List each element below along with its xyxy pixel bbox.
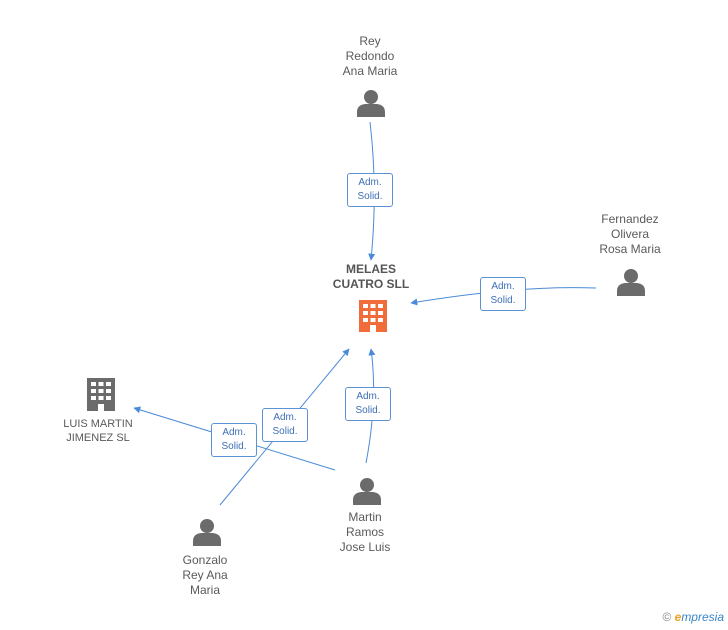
node-label-luis-martin[interactable]: LUIS MARTIN JIMENEZ SL [63, 418, 133, 444]
edge-label-gonzalo-rey: Adm. Solid. [262, 408, 308, 442]
copyright-icon: © [662, 610, 672, 624]
building-icon[interactable] [87, 378, 115, 411]
edge-label-rey-redondo: Adm. Solid. [347, 173, 393, 207]
building-icon[interactable] [359, 300, 387, 332]
person-icon[interactable] [193, 519, 221, 546]
person-icon[interactable] [617, 269, 645, 296]
edge-label-fernandez-olivera: Adm. Solid. [480, 277, 526, 311]
person-icon[interactable] [353, 478, 381, 505]
node-label-focus-company[interactable]: MELAES CUATRO SLL [332, 262, 410, 291]
brand-logo: empresia [674, 610, 724, 624]
edge-label-martin-ramos-melaes: Adm. Solid. [345, 387, 391, 421]
node-label-fernandez-olivera[interactable]: Fernandez Olivera Rosa Maria [599, 212, 661, 256]
edge-label-martin-ramos-luis-martin: Adm. Solid. [211, 423, 257, 457]
person-icon[interactable] [357, 90, 385, 117]
node-label-rey-redondo[interactable]: Rey Redondo Ana Maria [342, 34, 398, 78]
node-label-gonzalo-rey[interactable]: Gonzalo Rey Ana Maria [182, 553, 228, 597]
empresia-watermark[interactable]: © empresia [662, 610, 724, 624]
node-label-martin-ramos[interactable]: Martin Ramos Jose Luis [339, 510, 391, 554]
